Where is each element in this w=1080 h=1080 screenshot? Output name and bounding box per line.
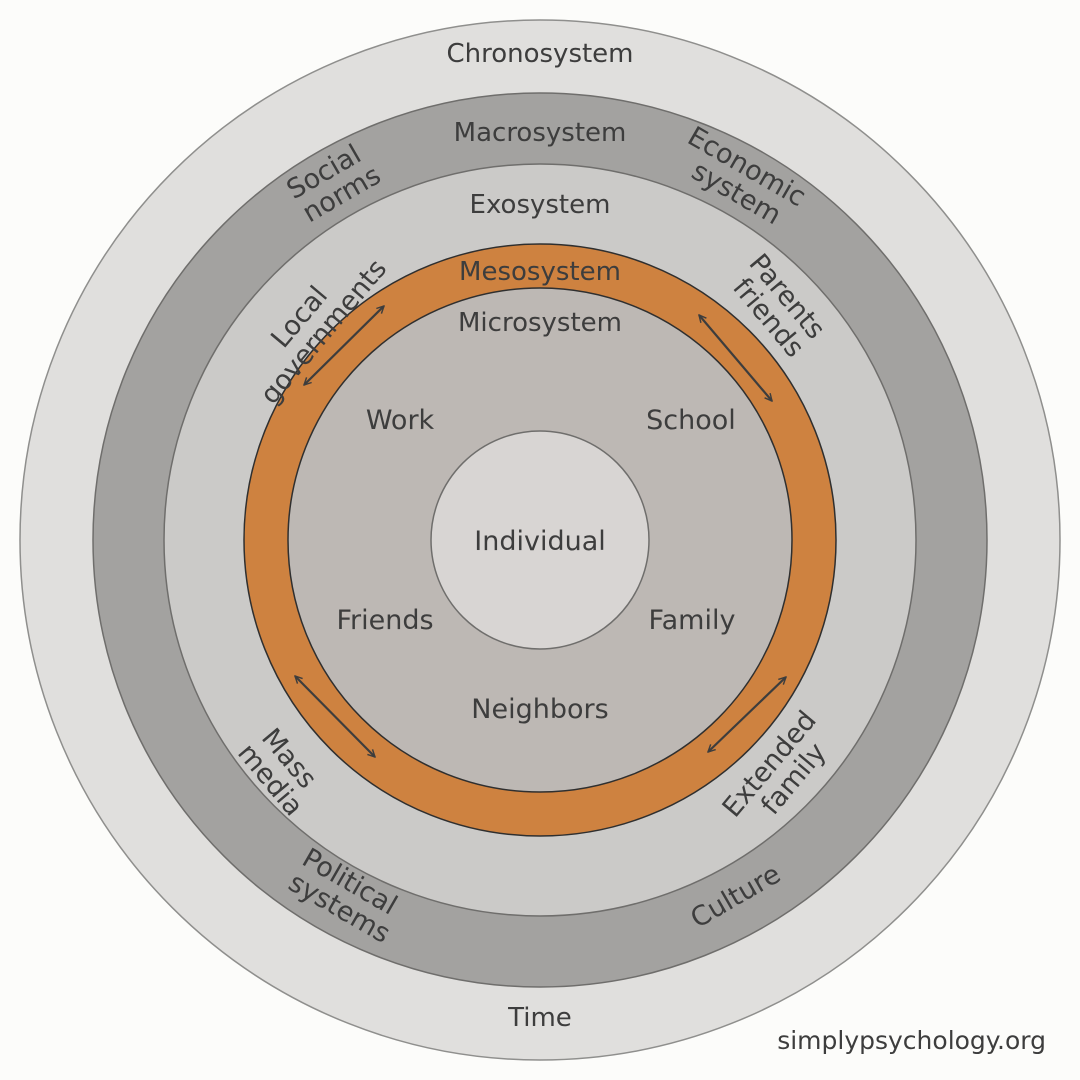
macrosystem-label: Macrosystem bbox=[454, 118, 627, 148]
exosystem-label: Exosystem bbox=[470, 190, 611, 220]
chronosystem-label: Chronosystem bbox=[446, 39, 633, 69]
arrow-extended-family bbox=[708, 677, 786, 752]
individual-circle bbox=[430, 430, 650, 650]
microsystem-item-neighbors: Neighbors bbox=[471, 694, 608, 725]
microsystem-item-family: Family bbox=[649, 605, 736, 636]
microsystem-item-school: School bbox=[646, 405, 736, 436]
arrow-local-governments bbox=[304, 306, 384, 385]
mesosystem-label: Mesosystem bbox=[459, 257, 621, 287]
arrow-mass-media bbox=[295, 676, 375, 757]
watermark-text: simplypsychology.org bbox=[777, 1026, 1046, 1055]
microsystem-item-work: Work bbox=[366, 405, 435, 436]
microsystem-item-friends: Friends bbox=[336, 605, 433, 636]
microsystem-label: Microsystem bbox=[458, 308, 622, 338]
arrow-parents-friends bbox=[699, 315, 772, 401]
individual-label: Individual bbox=[474, 526, 606, 557]
chronosystem-item-time: Time bbox=[507, 1003, 572, 1033]
